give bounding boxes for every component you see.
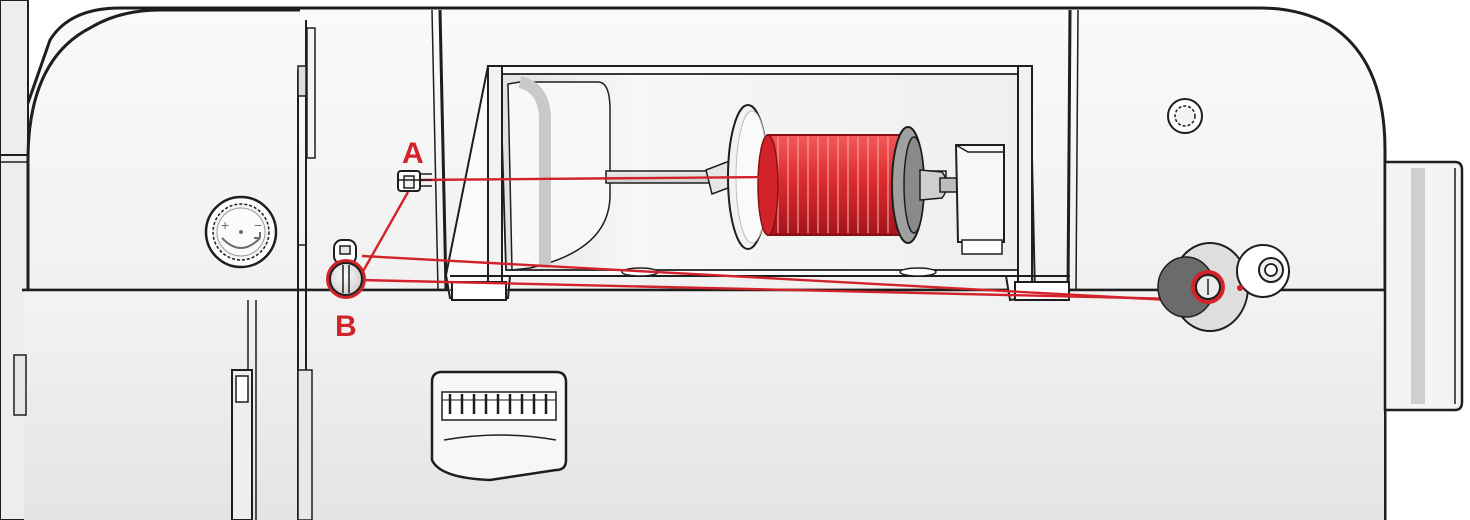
label-point-a: A <box>402 137 424 170</box>
label-point-b: B <box>335 310 357 343</box>
stitch-dial: + − <box>204 195 278 269</box>
thread-spool <box>767 134 907 236</box>
minus-icon: − <box>254 217 262 233</box>
lower-dial-handle <box>430 370 568 482</box>
rotate-arrow-icon <box>221 237 261 249</box>
thread-guide-a <box>397 170 432 192</box>
plus-icon: + <box>221 217 229 233</box>
bobbin-winder <box>1157 242 1290 332</box>
screw-icon <box>1167 98 1203 134</box>
thread-windings <box>777 137 899 233</box>
left-edge-panel <box>0 0 29 520</box>
thread-guide-b <box>326 239 366 299</box>
presser-area <box>13 300 313 520</box>
thread-path <box>355 175 1273 304</box>
rounded-corner <box>26 8 300 520</box>
lower-panel <box>24 291 1384 520</box>
spool-holder-block <box>954 144 1005 243</box>
dial-ridges <box>448 394 548 414</box>
